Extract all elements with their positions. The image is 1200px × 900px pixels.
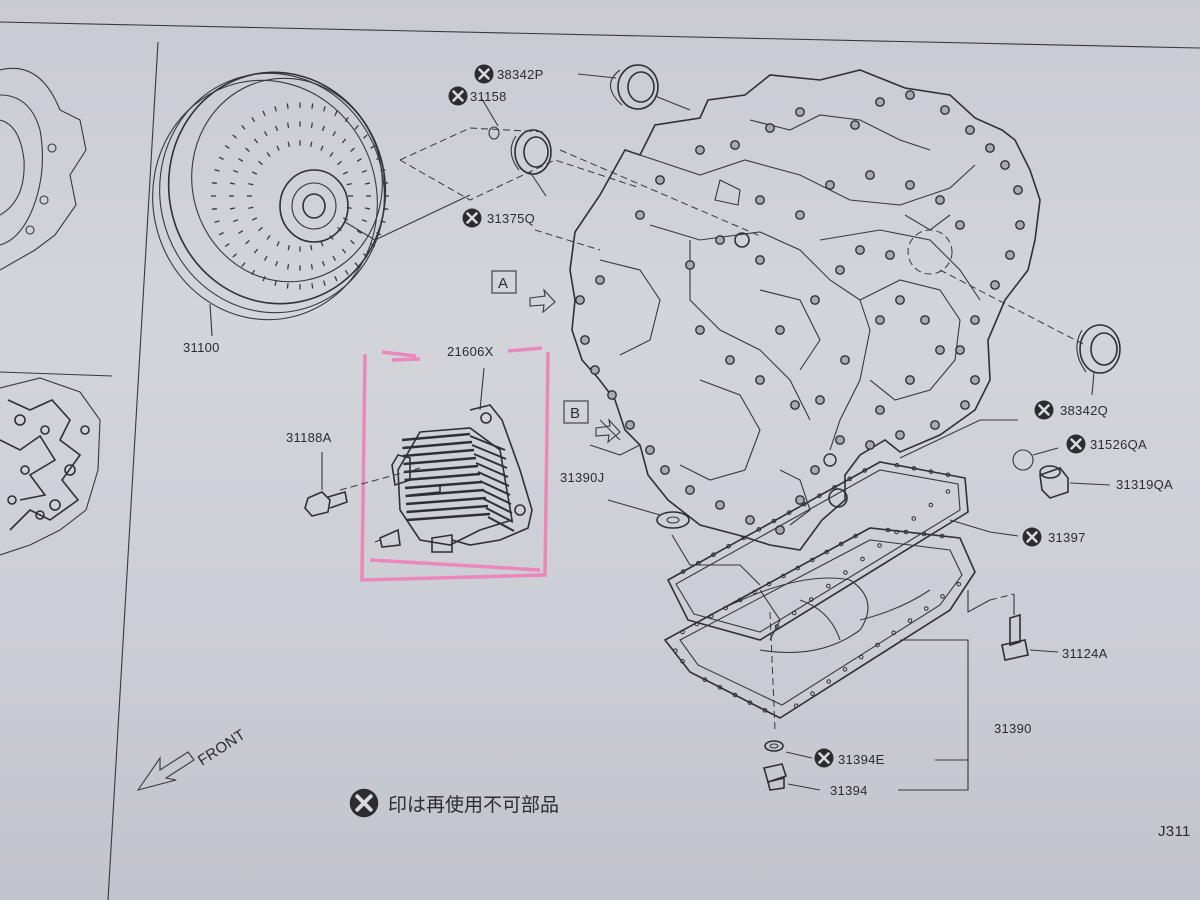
left-partial-housing xyxy=(0,67,87,271)
oil-cooler-drawing xyxy=(339,346,550,582)
figure-code: J311 xyxy=(1158,823,1191,840)
circle-x-icon xyxy=(1022,527,1042,547)
circle-x-icon xyxy=(1066,434,1086,454)
label-31390: 31390 xyxy=(994,721,1032,736)
view-letter-b: B xyxy=(570,405,580,422)
label-38342p: 38342P xyxy=(497,67,544,82)
bolt-31188a-drawing xyxy=(304,452,348,517)
label-31394e: 31394E xyxy=(838,752,885,767)
label-31375q: 31375Q xyxy=(487,211,535,226)
label-31397: 31397 xyxy=(1048,530,1086,545)
circle-x-icon xyxy=(349,788,379,818)
view-arrow-b xyxy=(563,400,621,444)
label-38342q: 38342Q xyxy=(1060,403,1108,418)
label-31124a: 31124A xyxy=(1062,646,1108,661)
label-31188a: 31188A xyxy=(286,430,332,445)
non-reusable-marks xyxy=(349,64,1086,818)
panel-borders xyxy=(0,21,1200,900)
label-31100: 31100 xyxy=(183,340,220,355)
view-letter-a: A xyxy=(498,275,508,292)
legend-text: 印は再使用不可部品 xyxy=(388,794,559,816)
circle-x-icon xyxy=(448,86,468,106)
front-label: FRONT xyxy=(195,726,249,769)
label-31319qa: 31319QA xyxy=(1116,477,1173,492)
label-31526qa: 31526QA xyxy=(1090,437,1147,452)
label-31158: 31158 xyxy=(470,89,507,104)
circle-x-icon xyxy=(462,208,482,228)
bolt-31124a-drawing xyxy=(967,590,1059,661)
left-partial-valve-body xyxy=(0,377,101,556)
upper-seals xyxy=(399,64,761,237)
front-arrow xyxy=(136,751,195,791)
label-21606x: 21606X xyxy=(447,344,494,359)
circle-x-icon xyxy=(814,748,834,768)
torque-converter-drawing xyxy=(152,71,471,337)
label-31394: 31394 xyxy=(830,783,868,798)
circle-x-icon xyxy=(1034,400,1054,420)
oil-pan-drawing xyxy=(607,419,1019,731)
label-31390j: 31390J xyxy=(560,470,604,485)
drain-plug-drawing xyxy=(762,639,969,791)
circle-x-icon xyxy=(474,64,494,84)
transmission-case-drawing xyxy=(534,69,1086,551)
right-seal-drawing xyxy=(1076,324,1121,396)
plug-31319qa-drawing xyxy=(1012,447,1111,499)
view-arrow-a xyxy=(491,270,556,314)
